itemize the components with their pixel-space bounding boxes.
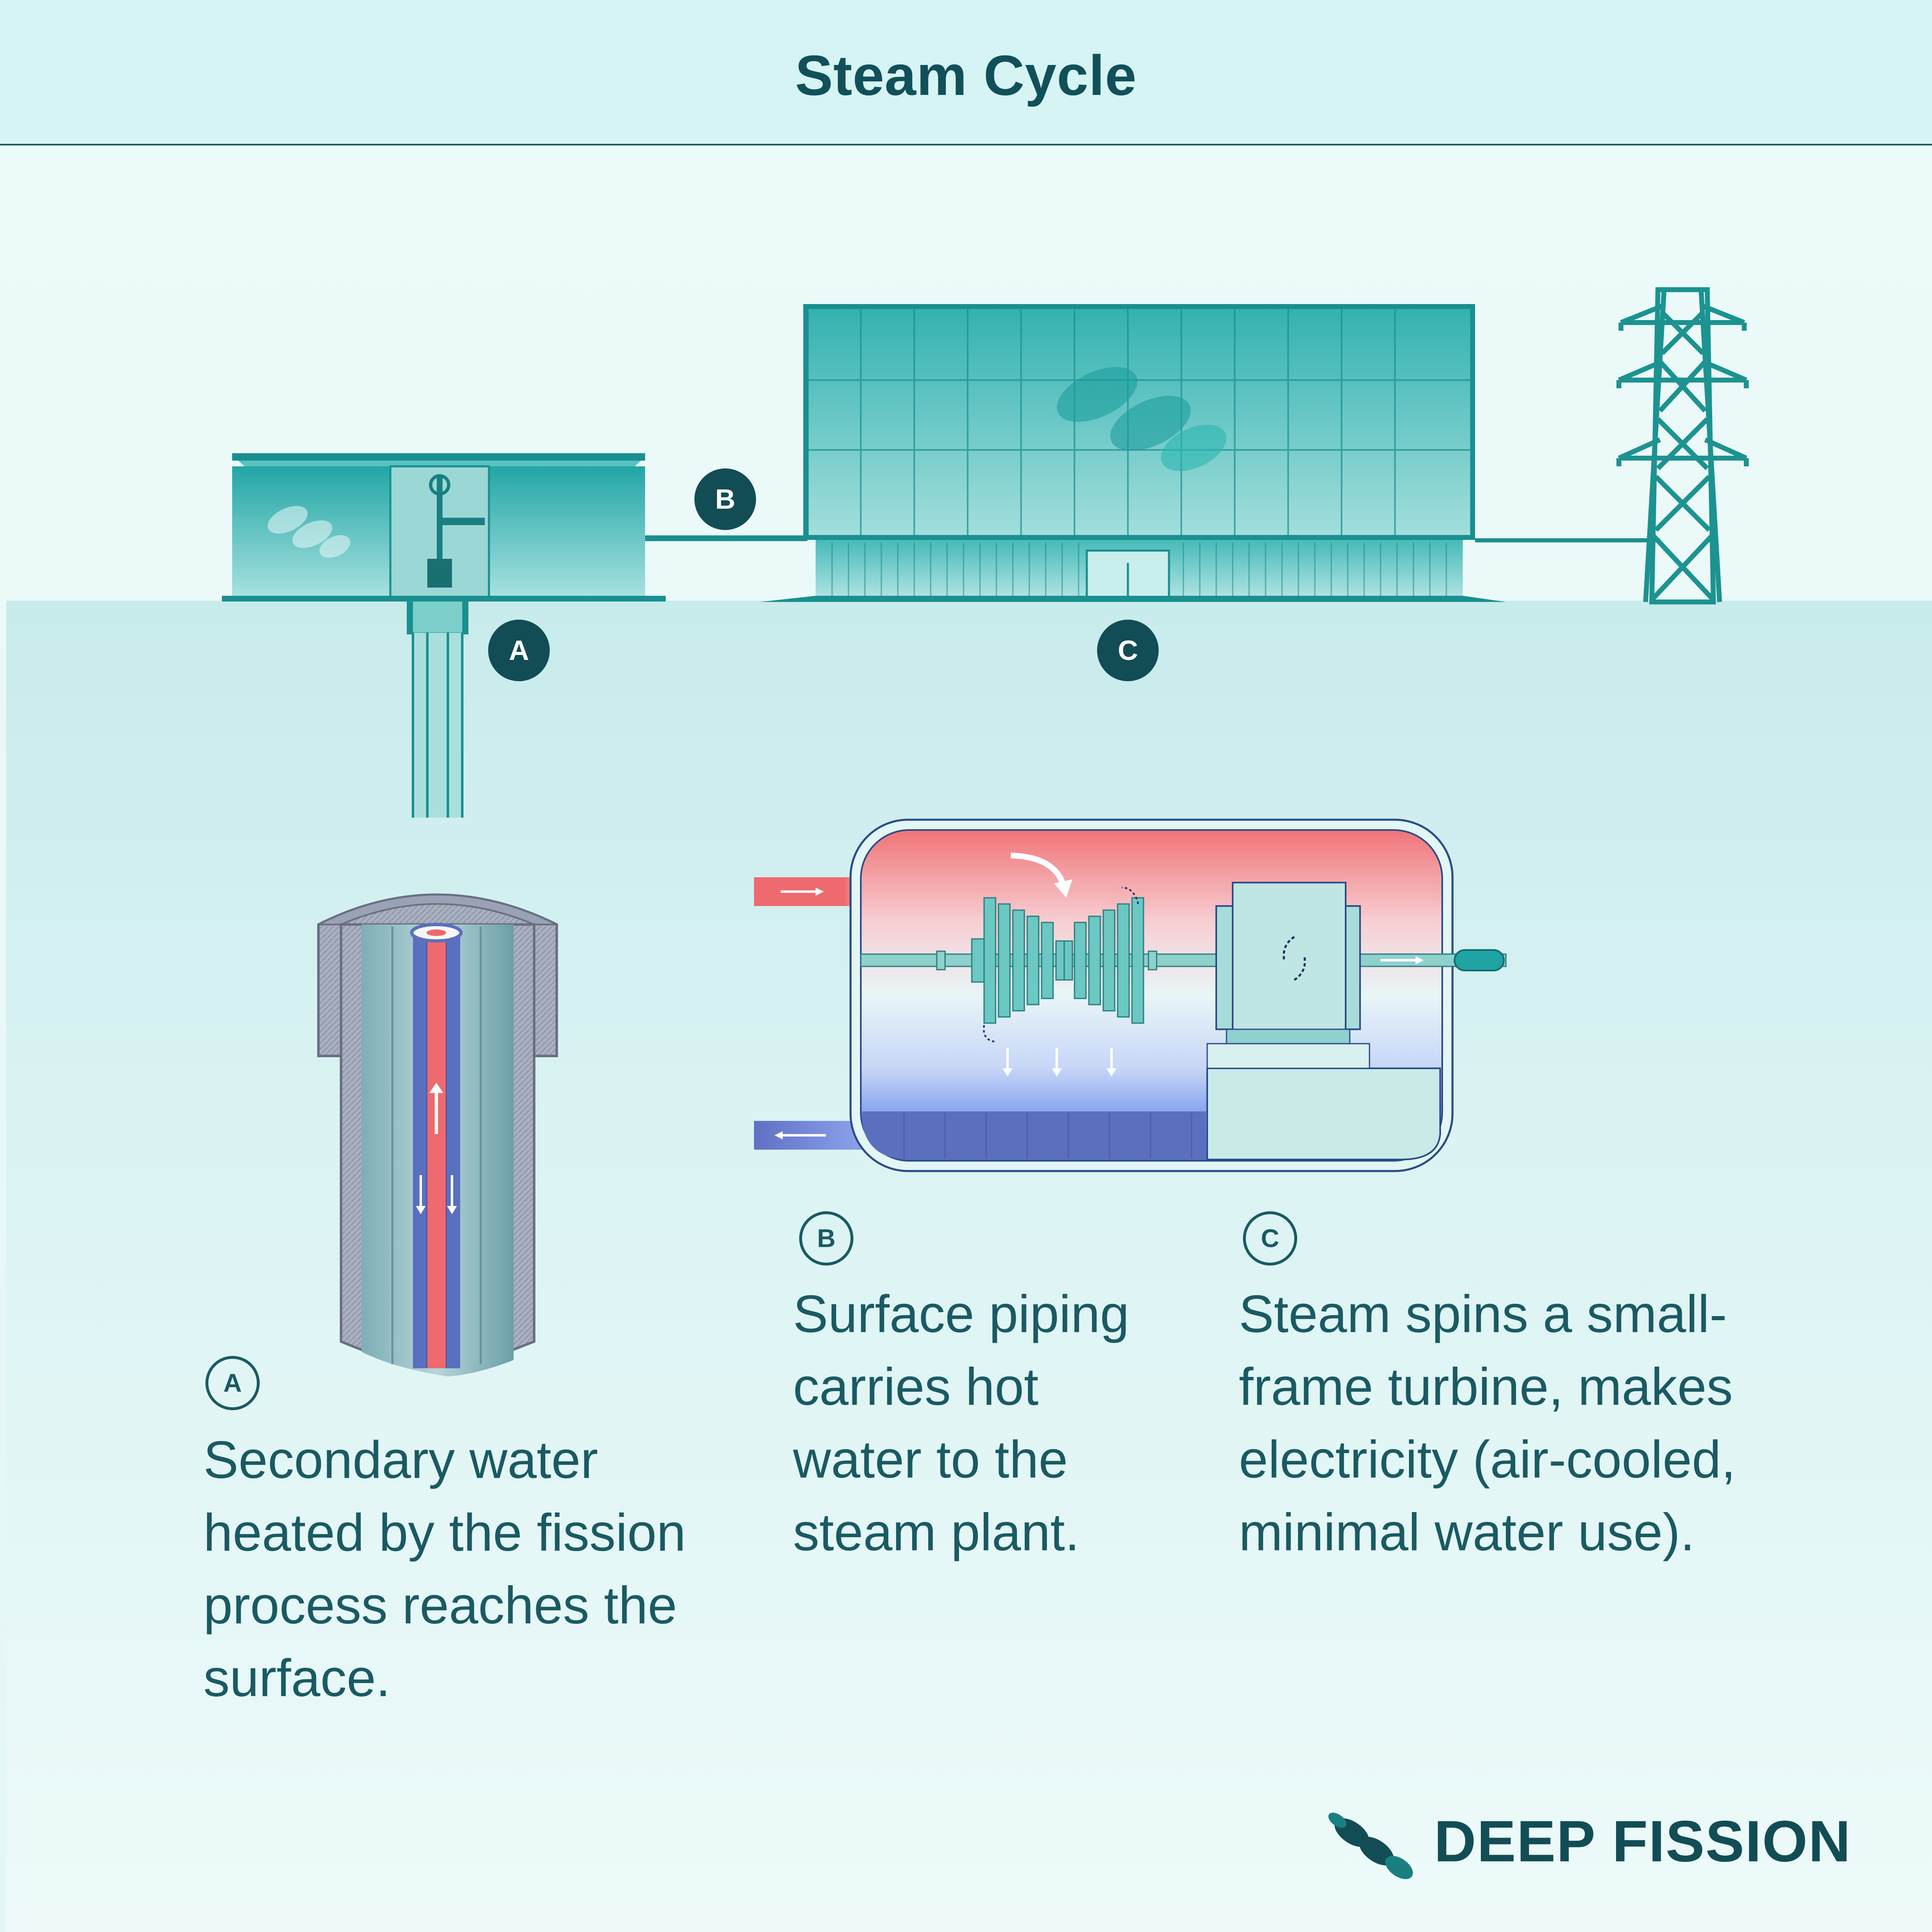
map-badge-a: A — [488, 620, 550, 681]
caption-a-text: Secondary water heated by the fission pr… — [203, 1431, 686, 1708]
transmission-tower — [1616, 287, 1749, 604]
caption-c-badge: C — [1243, 1211, 1297, 1266]
leaf-logo-icon — [1328, 1812, 1413, 1879]
surface-pipe — [645, 535, 807, 541]
borehole-cutaway — [317, 893, 558, 1376]
ground — [6, 601, 1932, 1932]
caption-b-badge: B — [799, 1211, 853, 1266]
caption-a-badge: A — [205, 1356, 260, 1410]
caption-b-text: Surface piping carries hot water to the … — [793, 1285, 1130, 1562]
map-badge-c: C — [1097, 620, 1159, 681]
steam-plant-building — [760, 304, 1506, 602]
map-badge-b: B — [694, 468, 756, 530]
caption-c-text: Steam spins a small- frame turbine, make… — [1239, 1285, 1736, 1562]
reactor-surface-building — [222, 453, 666, 818]
page-title: Steam Cycle — [795, 44, 1137, 107]
header-band — [0, 0, 1932, 145]
brand-name: DEEP FISSION — [1434, 1809, 1851, 1874]
turbine-cutaway — [754, 818, 1507, 1172]
